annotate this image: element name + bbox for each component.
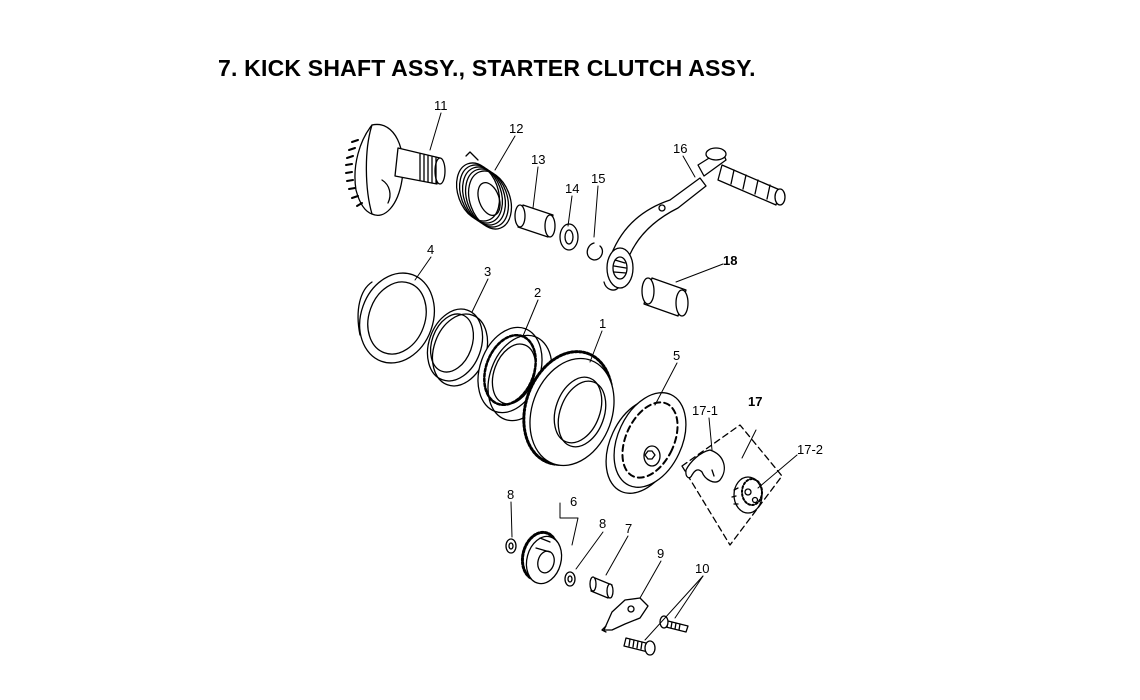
label-17: 17 <box>748 394 762 409</box>
label-3: 3 <box>484 264 491 279</box>
kick-shaft-part <box>346 124 445 215</box>
label-2: 2 <box>534 285 541 300</box>
label-5: 5 <box>673 348 680 363</box>
idle-shaft-part <box>590 577 613 598</box>
circlip-part <box>587 243 602 260</box>
clutch-outer-part <box>592 381 700 505</box>
washer-8a-part <box>506 539 516 553</box>
bracket-part <box>602 598 648 632</box>
idle-gear-part <box>517 528 566 587</box>
label-11: 11 <box>434 98 448 113</box>
label-14: 14 <box>565 181 579 196</box>
page-title: 7. KICK SHAFT ASSY., STARTER CLUTCH ASSY… <box>218 55 756 81</box>
label-17-2: 17-2 <box>797 442 823 457</box>
kick-rubber-part <box>642 278 688 316</box>
label-15: 15 <box>591 171 605 186</box>
label-1: 1 <box>599 316 606 331</box>
bolt-10a-part <box>660 616 688 632</box>
bolt-10b-part <box>624 638 655 655</box>
label-12: 12 <box>509 121 523 136</box>
kick-lever-part <box>604 148 785 290</box>
starter-gear-part <box>509 339 629 477</box>
label-4: 4 <box>427 242 434 257</box>
label-9: 9 <box>657 546 664 561</box>
kick-spring-part <box>449 152 519 235</box>
label-13: 13 <box>531 152 545 167</box>
part-labels: 11 12 13 14 15 16 18 4 3 2 1 5 17-1 17 1… <box>427 98 823 576</box>
label-7: 7 <box>625 521 632 536</box>
leader-lines <box>414 112 798 641</box>
sleeve-part <box>515 205 555 237</box>
washer-8b-part <box>565 572 575 586</box>
label-16: 16 <box>673 141 687 156</box>
starter-clutch-assy-part <box>682 425 782 545</box>
one-way-clutch-part <box>467 318 563 429</box>
outer-ring-part <box>418 301 497 393</box>
label-6: 6 <box>570 494 577 509</box>
label-10: 10 <box>695 561 709 576</box>
plate-part <box>347 262 446 373</box>
label-17-1: 17-1 <box>692 403 718 418</box>
label-8a: 8 <box>507 487 514 502</box>
label-18: 18 <box>723 253 737 268</box>
washer-part <box>560 224 578 250</box>
label-8b: 8 <box>599 516 606 531</box>
